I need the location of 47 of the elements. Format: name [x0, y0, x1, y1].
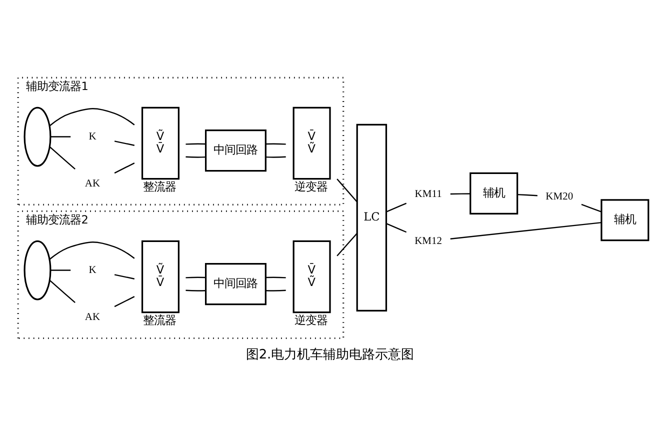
node-coil — [24, 106, 52, 166]
connector — [114, 140, 135, 146]
connector — [50, 136, 71, 137]
connector — [114, 162, 135, 174]
connector — [581, 203, 602, 212]
node-box: 中间回路 — [204, 129, 266, 172]
node-box: 辅机 — [600, 198, 650, 241]
node-label: 整流器 — [143, 178, 176, 193]
node-text: AK — [84, 311, 100, 322]
connector — [517, 193, 538, 196]
node-label: 逆变器 — [294, 312, 328, 326]
node-box: Ṽ V̄ — [141, 240, 180, 313]
connector — [186, 289, 206, 291]
node-box: 辅机 — [470, 172, 518, 214]
connector — [114, 296, 135, 307]
connector — [49, 280, 76, 303]
node-label: 逆变器 — [294, 178, 328, 193]
connector — [266, 142, 286, 144]
connector — [186, 276, 206, 278]
node-text: KM12 — [414, 235, 442, 246]
connector — [50, 269, 71, 270]
node-text: KM20 — [546, 190, 574, 202]
node-text: AK — [84, 178, 100, 189]
node-box: LC — [356, 123, 388, 312]
node-coil — [24, 240, 52, 300]
connector — [266, 289, 286, 291]
connector — [114, 274, 135, 279]
caption: 图2.电力机车辅助电路示意图 — [246, 346, 414, 362]
connector — [450, 192, 470, 194]
connector — [49, 108, 135, 126]
node-label: 整流器 — [143, 312, 176, 326]
node-box: Ṽ V̄ — [141, 106, 180, 180]
connector — [386, 202, 407, 212]
connector — [386, 222, 407, 232]
connector — [49, 241, 135, 260]
node-box: 中间回路 — [204, 262, 266, 305]
connector — [450, 221, 602, 239]
node-text: K — [88, 131, 96, 142]
connector — [186, 142, 206, 144]
connector — [186, 156, 206, 158]
connector — [266, 156, 286, 158]
node-box: V̄ Ṽ — [292, 106, 331, 180]
connector — [266, 276, 286, 278]
connector — [49, 146, 76, 170]
node-box: V̄ Ṽ — [292, 240, 331, 313]
node-text: KM11 — [414, 188, 442, 200]
node-text: K — [88, 264, 96, 276]
